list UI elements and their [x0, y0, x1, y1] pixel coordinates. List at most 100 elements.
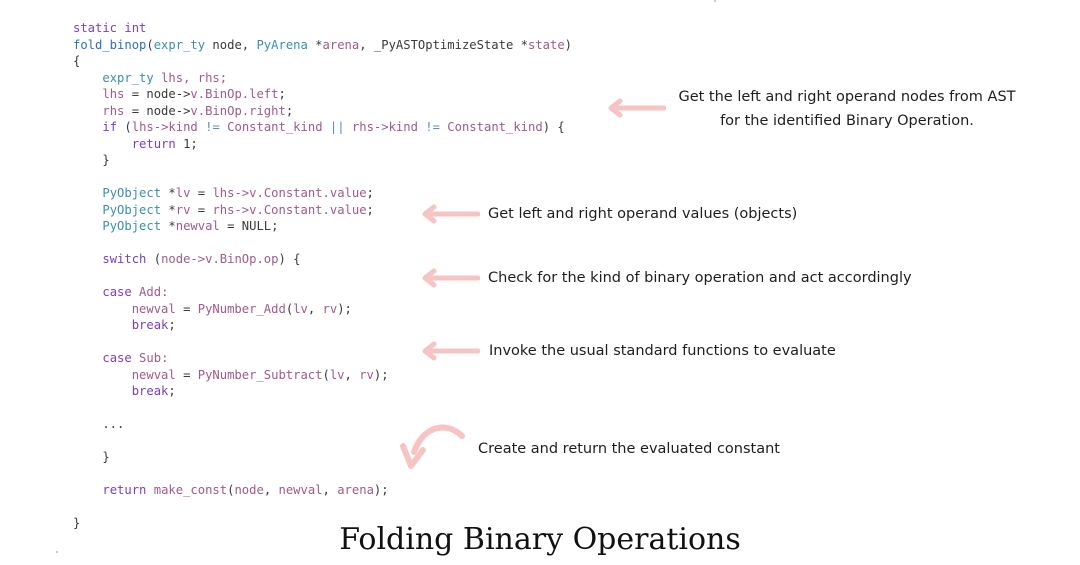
code-line: PyObject *newval = NULL; [73, 218, 572, 235]
code-token: = node-> [124, 87, 191, 101]
code-token: ( [227, 483, 235, 497]
code-token: return [102, 483, 147, 497]
code-token: case [102, 351, 132, 365]
corner-dot [714, 0, 716, 2]
code-token: ) { [278, 252, 301, 266]
code-token: 1; [175, 136, 198, 151]
code-token [73, 104, 102, 118]
code-line: return 1; [73, 136, 572, 153]
code-token: Add: [131, 285, 169, 299]
code-token: PyNumber_Add [197, 301, 286, 316]
code-token [73, 302, 132, 316]
code-line: } [73, 449, 572, 466]
code-line: PyObject *lv = lhs->v.Constant.value; [73, 185, 572, 202]
arrow-left-icon [422, 204, 480, 224]
code-token: break [131, 318, 169, 332]
annotation-operand-nodes-line1: Get the left and right operand nodes fro… [678, 89, 1016, 105]
code-token: ); [373, 367, 389, 382]
code-token [73, 186, 102, 200]
code-token: newval [131, 367, 176, 382]
code-token: * [161, 219, 176, 233]
code-token: rv [322, 301, 338, 316]
code-token [73, 120, 102, 134]
code-line [73, 466, 572, 483]
code-token: ) { [542, 120, 565, 134]
code-token: } [73, 450, 110, 464]
code-token: ; [366, 202, 374, 217]
code-line: switch (node->v.BinOp.op) { [73, 251, 572, 268]
code-token: expr_ty [102, 70, 154, 85]
code-token: arena [322, 37, 360, 52]
code-token: lhs->v.Constant.value [212, 186, 367, 200]
code-token: PyObject [102, 186, 162, 200]
code-token: ; [285, 103, 294, 118]
code-token: arena [337, 483, 374, 497]
code-token: ... [73, 417, 125, 431]
code-token: ( [146, 252, 162, 266]
figure-caption: Folding Binary Operations [339, 522, 741, 557]
code-line: case Sub: [73, 350, 572, 367]
code-line: break; [73, 317, 572, 334]
code-token: ; [168, 384, 176, 398]
code-line: rhs = node->v.BinOp.right; [73, 103, 572, 120]
annotation-operand-values: Get left and right operand values (objec… [488, 206, 798, 222]
code-token [73, 219, 102, 233]
code-token: fold_binop [73, 37, 147, 52]
code-token: != [197, 120, 228, 134]
arrow-left-icon [422, 341, 480, 361]
code-line: } [73, 515, 572, 532]
code-line: PyObject *rv = rhs->v.Constant.value; [73, 202, 572, 219]
code-token: = [175, 301, 198, 316]
code-token: , _PyASTOptimizeState * [359, 37, 528, 52]
code-token [73, 252, 102, 266]
code-token: return [131, 136, 176, 151]
code-token: ( [285, 301, 294, 316]
code-token [73, 71, 102, 85]
code-token [73, 203, 102, 217]
code-token: } [73, 516, 81, 530]
code-token: node [234, 483, 264, 497]
code-token: make_const [153, 483, 228, 497]
code-token [73, 87, 102, 101]
code-line: newval = PyNumber_Subtract(lv, rv); [73, 367, 572, 384]
code-token: = [190, 186, 213, 200]
code-line: ... [73, 416, 572, 433]
code-token [146, 483, 153, 497]
code-token: if [102, 120, 118, 134]
code-line [73, 499, 572, 516]
code-token: * [161, 186, 176, 200]
annotation-return-constant: Create and return the evaluated constant [478, 441, 780, 457]
code-token: PyNumber_Subtract [197, 367, 323, 382]
code-token: rhs->kind [351, 120, 418, 134]
code-token [73, 483, 102, 497]
code-line: newval = PyNumber_Add(lv, rv); [73, 301, 572, 318]
code-line [73, 400, 572, 417]
annotation-operand-nodes-line2: for the identified Binary Operation. [720, 113, 974, 129]
code-token: rv [359, 367, 374, 382]
code-line: lhs = node->v.BinOp.left; [73, 86, 572, 103]
code-token [73, 368, 132, 382]
code-token: ; [366, 186, 374, 200]
code-token: rhs->v.Constant.value [212, 202, 367, 217]
corner-dot [56, 551, 58, 553]
code-token: newval [278, 483, 323, 497]
code-token [73, 137, 132, 151]
code-token: || [322, 120, 352, 134]
code-token: lhs [102, 87, 125, 101]
code-token: v.BinOp.right [190, 103, 286, 118]
code-line: expr_ty lhs, rhs; [73, 70, 572, 87]
code-token: , [307, 301, 323, 316]
code-line: { [73, 53, 572, 70]
code-token: lv [293, 301, 308, 316]
code-token: Sub: [131, 351, 169, 365]
code-line: return make_const(node, newval, arena); [73, 482, 572, 499]
code-token: static int [73, 21, 147, 35]
code-token: ( [146, 37, 154, 52]
code-token: newval [131, 301, 176, 316]
code-token: rhs [102, 103, 125, 118]
code-token: lhs, rhs; [153, 70, 228, 85]
code-token: = node-> [124, 103, 191, 118]
code-token: != [417, 120, 448, 134]
code-token: ; [278, 87, 286, 101]
code-token: state [527, 37, 565, 52]
